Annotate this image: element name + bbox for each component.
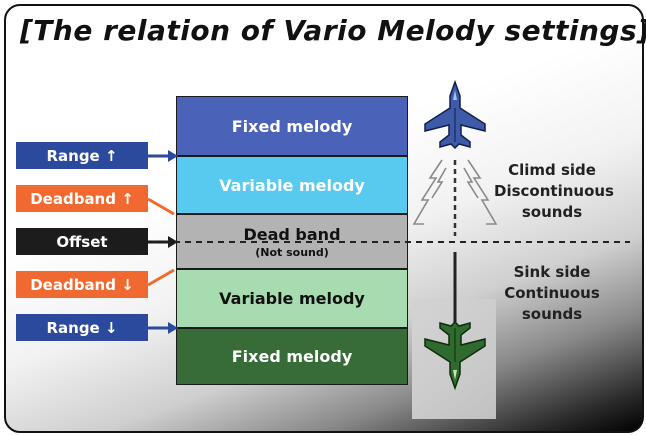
tag-range-up: Range ↑ [16, 142, 148, 169]
tag-range-down: Range ↓ [16, 314, 148, 341]
sink-line-3: sounds [521, 305, 583, 323]
climb-line-3: sounds [521, 203, 583, 221]
deadband-up-arrow [147, 197, 175, 216]
climb-line-1: Climd side [508, 161, 596, 179]
diagram-title: [The relation of Vario Melody settings] [20, 14, 646, 47]
band-variable-melody-top: Variable melody [176, 156, 408, 214]
range-down-arrow [148, 322, 178, 334]
chevron-up-icon [412, 159, 498, 225]
band-fixed-melody-bottom: Fixed melody [176, 328, 408, 385]
jet-up-icon [424, 79, 486, 150]
range-up-arrow [148, 150, 178, 162]
sink-line-1: Sink side [513, 263, 591, 281]
climb-line-2: Discontinuous [494, 182, 614, 200]
sink-side-annotation: Sink side Continuous sounds [494, 262, 610, 325]
tag-offset: Offset [16, 228, 148, 255]
tag-deadband-up: Deadband ↑ [16, 185, 148, 212]
dead-band-label: Dead band [243, 224, 341, 244]
tag-deadband-down: Deadband ↓ [16, 271, 148, 298]
band-fixed-melody-top: Fixed melody [176, 96, 408, 156]
deadband-down-arrow [147, 268, 175, 287]
jet-down-icon [424, 320, 486, 391]
band-dead-band: Dead band (Not sound) [176, 214, 408, 269]
climb-side-annotation: Climd side Discontinuous sounds [494, 160, 614, 223]
sink-line-2: Continuous [504, 284, 600, 302]
band-variable-melody-bottom: Variable melody [176, 269, 408, 328]
dead-band-note: (Not sound) [255, 245, 329, 259]
